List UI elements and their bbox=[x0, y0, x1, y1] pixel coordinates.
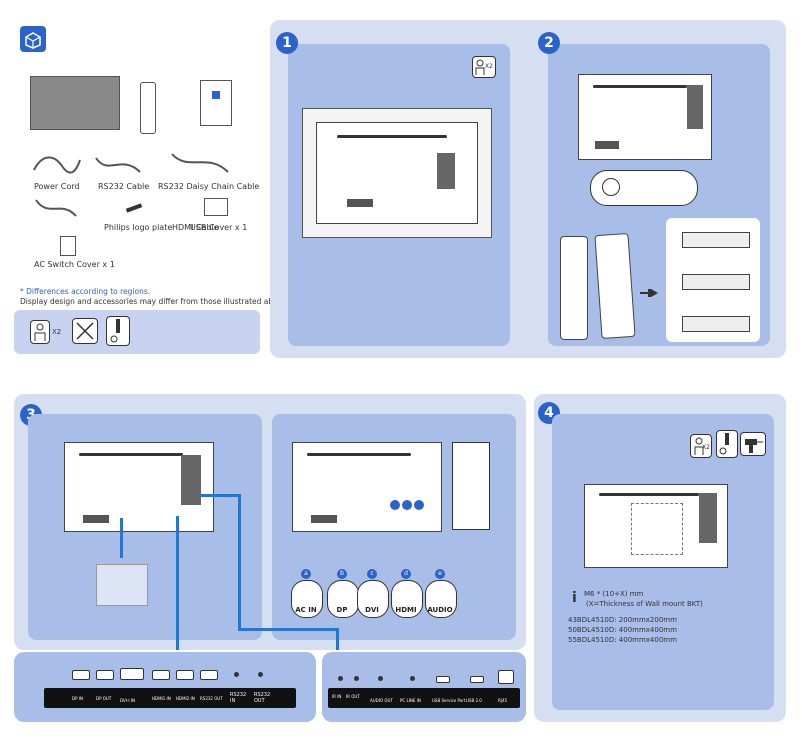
power-cable-line bbox=[120, 518, 123, 558]
scissors-icon bbox=[72, 318, 98, 344]
person-icon bbox=[472, 56, 496, 78]
port-label: RJ45 bbox=[498, 698, 508, 703]
person-icon bbox=[690, 434, 712, 458]
manual-illustration bbox=[200, 80, 232, 126]
display-illustration bbox=[30, 76, 120, 130]
rs232-cable-illustration bbox=[95, 157, 141, 173]
screw-spec-note: (X=Thickness of Wall mount BKT) bbox=[586, 600, 703, 608]
port-label: PC LINE IN bbox=[400, 698, 421, 703]
daisy-chain-cable-illustration bbox=[171, 153, 229, 173]
screwdriver-icon bbox=[106, 316, 130, 346]
port-label: USB Service Port bbox=[432, 698, 466, 703]
display-back bbox=[292, 442, 442, 532]
port-label: AUDIO OUT bbox=[370, 698, 393, 703]
accessory-label: RS232 Cable bbox=[98, 182, 150, 191]
pc-tower bbox=[452, 442, 490, 530]
port-badge bbox=[390, 500, 400, 510]
port-badge bbox=[402, 500, 412, 510]
box-icon bbox=[20, 26, 46, 52]
display-back bbox=[578, 74, 712, 160]
design-note: Display design and accessories may diffe… bbox=[20, 297, 290, 306]
port-label: IR IN bbox=[332, 694, 342, 699]
quantity-label: X2 bbox=[702, 444, 710, 451]
port-label: RS232 OUT bbox=[200, 696, 223, 701]
screwdriver-icon bbox=[716, 430, 738, 458]
remote-back bbox=[594, 232, 636, 340]
drill-icon bbox=[740, 432, 766, 456]
battery-steps-box bbox=[666, 218, 760, 342]
ac-inlet-box bbox=[96, 564, 148, 606]
step-number: 2 bbox=[538, 32, 560, 54]
accessory-label: Power Cord bbox=[34, 182, 80, 191]
accessory-label: USB Cover x 1 bbox=[190, 223, 248, 232]
quantity-label: X2 bbox=[52, 328, 62, 336]
accessory-label: Philips logo plate bbox=[104, 223, 173, 232]
model-spec: 55BDL4510D: 400mmx400mm bbox=[568, 636, 677, 644]
port-badge bbox=[414, 500, 424, 510]
accessory-label: HDMI Cable bbox=[172, 223, 219, 232]
port-label: USB 2.0 bbox=[466, 698, 482, 703]
quantity-label: X2 bbox=[485, 63, 493, 70]
port-label: HDMI1 IN bbox=[152, 696, 171, 701]
logo-plate-illustration bbox=[125, 203, 143, 213]
accessory-label: AC Switch Cover x 1 bbox=[34, 260, 115, 269]
port-label: DP OUT bbox=[96, 696, 112, 701]
hdmi-cable-illustration bbox=[35, 199, 77, 217]
ac-switch-cover-illustration bbox=[60, 236, 76, 256]
remote-front bbox=[560, 236, 588, 340]
screw-spec: M6 * (10+X) mm bbox=[584, 590, 644, 598]
wire-to-left-ports bbox=[176, 516, 179, 650]
ports-right-panel bbox=[322, 652, 526, 722]
display-back bbox=[316, 122, 478, 224]
model-spec: 50BDL4510D: 400mmx400mm bbox=[568, 626, 677, 634]
person-icon bbox=[30, 320, 50, 344]
model-spec: 43BDL4510D: 200mmx200mm bbox=[568, 616, 677, 624]
step-number: 1 bbox=[276, 32, 298, 54]
port-label: HDMI2 IN bbox=[176, 696, 195, 701]
usb-cover-illustration bbox=[204, 198, 228, 216]
info-icon: i bbox=[572, 590, 577, 606]
remote-illustration bbox=[140, 82, 156, 134]
port-label: DVI-I IN bbox=[120, 698, 135, 703]
accessory-label: RS232 Daisy Chain Cable bbox=[158, 182, 260, 191]
port-label: DP IN bbox=[72, 696, 83, 701]
display-back bbox=[584, 484, 728, 568]
power-cord-illustration bbox=[33, 156, 81, 174]
wire-to-right-ports bbox=[200, 494, 240, 497]
port-label: RS232 IN bbox=[230, 692, 247, 704]
display-back bbox=[64, 442, 214, 532]
port-label: IR OUT bbox=[346, 694, 360, 699]
tools-panel: X2 bbox=[14, 310, 260, 354]
ports-left-panel bbox=[14, 652, 316, 722]
ports-strip-left bbox=[44, 688, 296, 708]
regions-note: * Differences according to regions. bbox=[20, 287, 151, 296]
arrow-icon bbox=[640, 282, 659, 299]
ports-strip-right bbox=[328, 688, 520, 708]
port-label: RS232 OUT bbox=[254, 692, 271, 704]
power-button-icon bbox=[602, 178, 620, 196]
